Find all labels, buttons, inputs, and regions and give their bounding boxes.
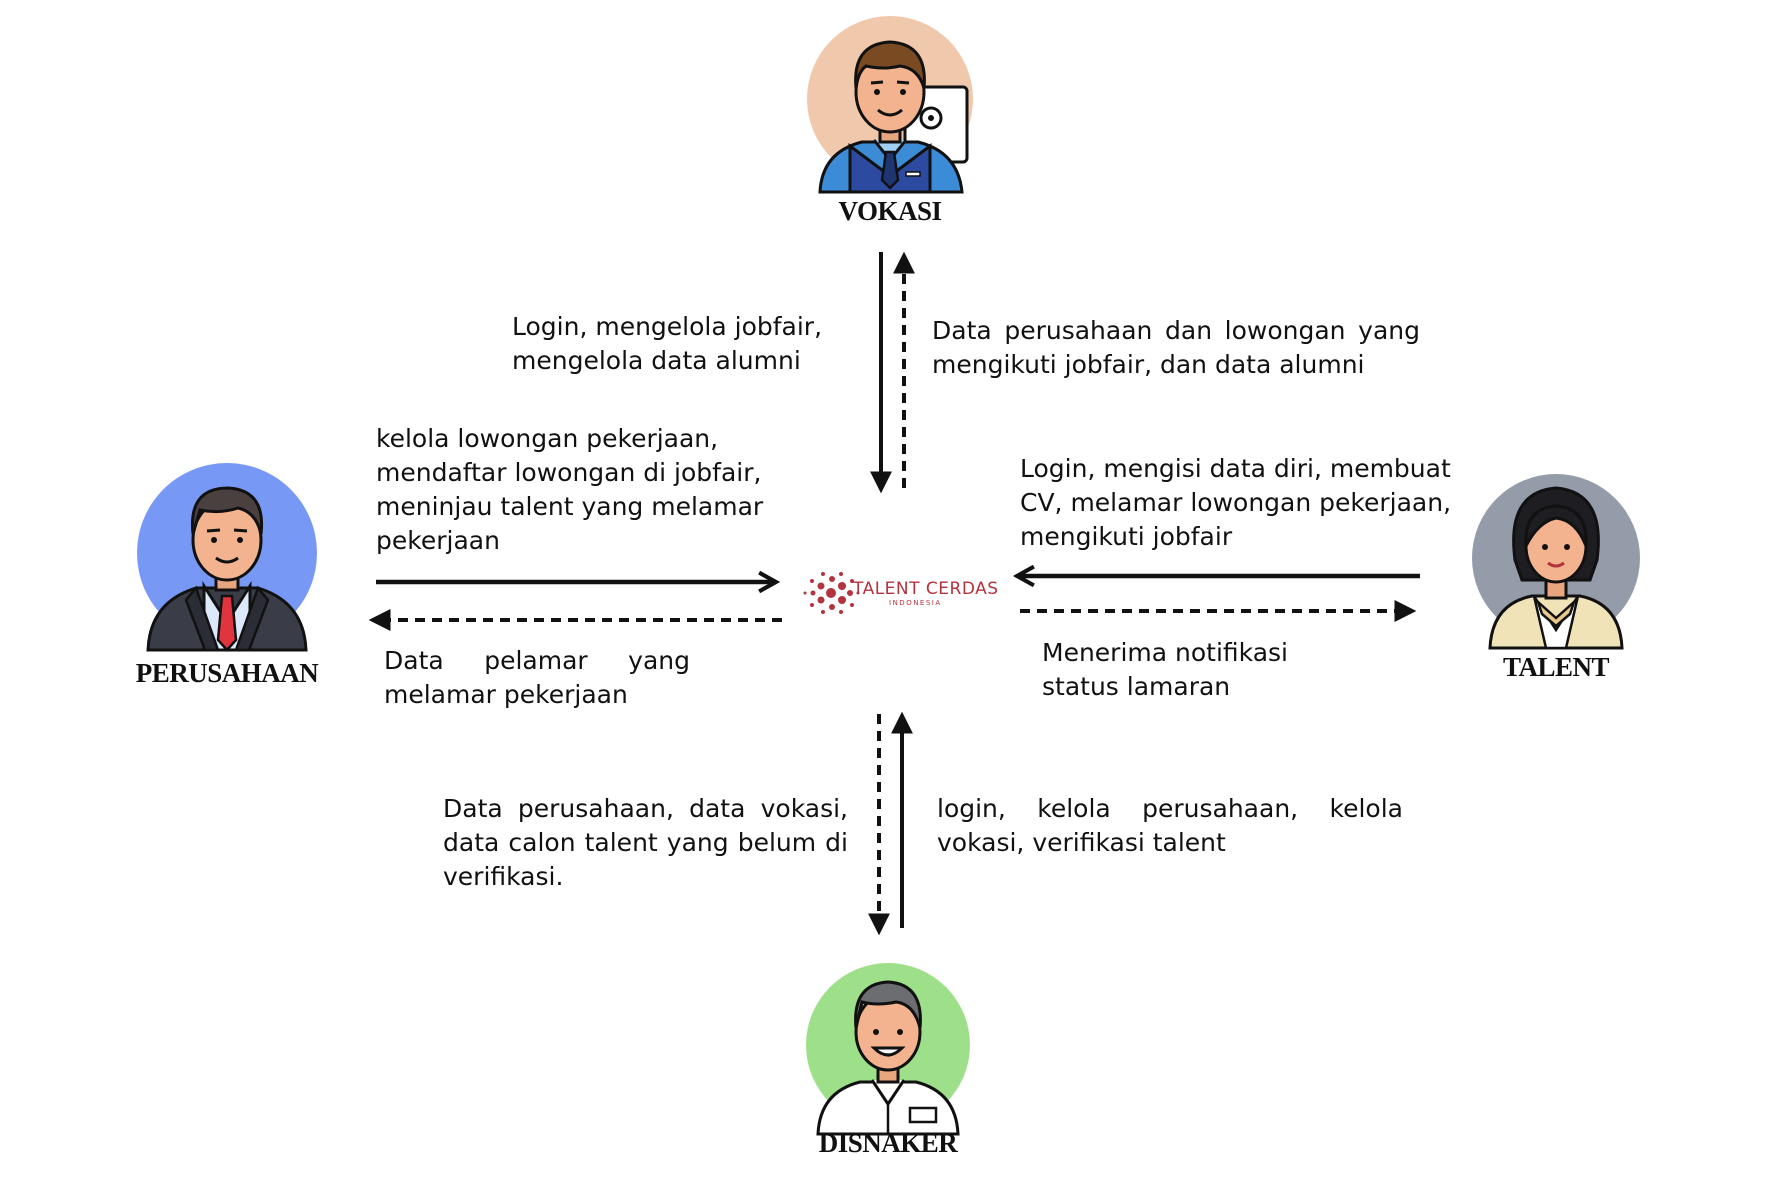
- vokasi-avatar: [807, 16, 973, 194]
- flow-text-system-to-perusahaan: Data pelamar yang melamar pekerjaan: [384, 646, 690, 709]
- flow-text-perusahaan-to-system: kelola lowongan pekerjaan, mendaftar low…: [376, 424, 764, 555]
- talent-label: TALENT: [1502, 652, 1610, 682]
- logo-subtitle: INDONESIA: [889, 599, 942, 607]
- logo-name: TALENT CERDAS: [853, 579, 999, 599]
- talent-cerdas-logo-mark: [803, 572, 860, 614]
- talent-cerdas-logo: TALENT CERDAS INDONESIA: [805, 568, 1005, 618]
- disnaker-avatar: [806, 963, 970, 1136]
- perusahaan-avatar: [137, 463, 317, 652]
- perusahaan-label: PERUSAHAAN: [135, 658, 319, 688]
- flow-text-disnaker-to-system: login, kelola perusahaan, kelola vokasi,…: [937, 794, 1403, 857]
- flow-text-vokasi-to-system: Login, mengelola jobfair, mengelola data…: [512, 312, 823, 375]
- disnaker-label: DISNAKER: [818, 1128, 958, 1158]
- flow-text-system-to-vokasi: Data perusahaan dan lowongan yang mengik…: [932, 316, 1420, 379]
- vokasi-label: VOKASI: [838, 196, 942, 226]
- flow-text-system-to-disnaker: Data perusahaan, data vokasi, data calon…: [443, 794, 848, 891]
- flow-text-system-to-talent: Menerima notifikasi status lamaran: [1042, 638, 1288, 701]
- flow-text-talent-to-system: Login, mengisi data diri, membuat CV, me…: [1020, 454, 1452, 551]
- talent-avatar: [1472, 474, 1640, 650]
